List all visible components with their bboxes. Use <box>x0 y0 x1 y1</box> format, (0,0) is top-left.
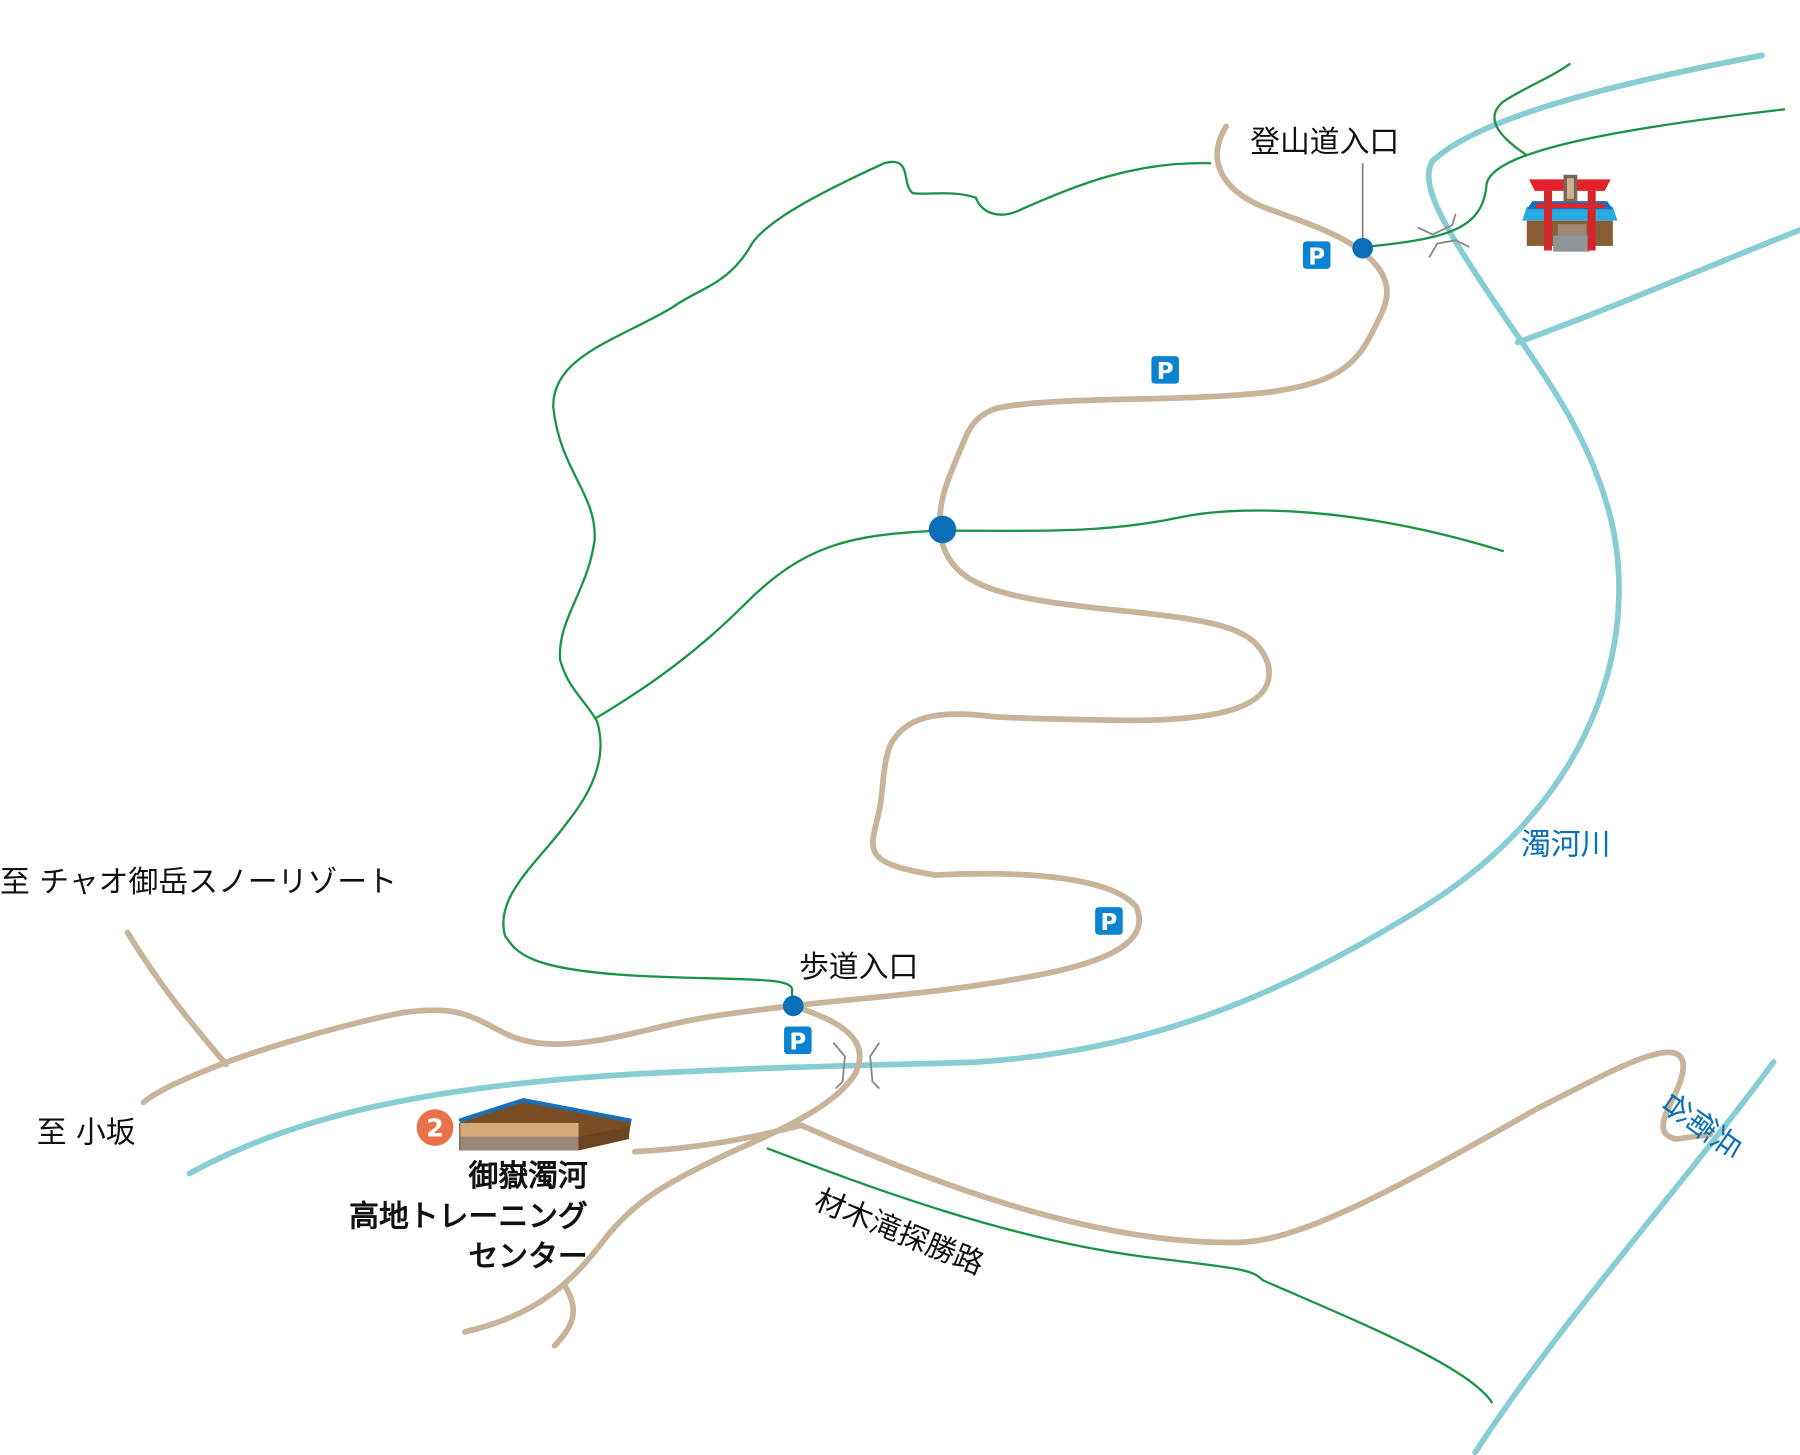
road-south <box>462 1003 863 1335</box>
facility-name-line2: 高地トレーニング <box>349 1199 588 1234</box>
walkway-entrance-marker[interactable] <box>782 995 804 1017</box>
svg-text:P: P <box>1101 910 1118 936</box>
svg-text:P: P <box>1308 244 1325 270</box>
river-branch <box>1514 226 1800 346</box>
bridge-icon <box>1417 213 1470 258</box>
trail-zaimokudaki <box>766 1147 1494 1404</box>
road-east <box>631 1049 1714 1246</box>
training-center-building-icon[interactable] <box>458 1097 632 1151</box>
svg-text:P: P <box>789 1030 806 1056</box>
river-hyoe <box>1472 1059 1777 1455</box>
walkway-entrance-label: 歩道入口 <box>799 950 918 985</box>
facility-name-line1: 御嶽濁河 <box>467 1159 587 1194</box>
junction-marker[interactable] <box>928 515 957 544</box>
road-switchback <box>140 123 1390 1106</box>
trail-north <box>1493 62 1572 157</box>
trail-shrine <box>1362 108 1786 249</box>
to-resort-label: 至 チャオ御岳スノーリゾート <box>0 865 397 900</box>
trail-name-label: 材木滝探勝路 <box>810 1183 989 1283</box>
to-osaka-label: 至 小坂 <box>37 1115 136 1150</box>
road-spur <box>551 1283 576 1349</box>
river-nigorigo <box>186 52 1765 1177</box>
trailhead-label: 登山道入口 <box>1250 125 1399 160</box>
trailhead-marker[interactable] <box>1352 237 1373 259</box>
parking-icon[interactable]: P <box>1095 907 1123 936</box>
facility-name-line3: センター <box>468 1239 587 1274</box>
road-resort <box>124 929 230 1068</box>
shrine-icon[interactable] <box>1522 174 1618 252</box>
bridge-icon <box>832 1042 881 1090</box>
parking-icon[interactable]: P <box>784 1026 812 1056</box>
parking-icon[interactable]: P <box>1302 241 1331 270</box>
svg-text:P: P <box>1157 359 1174 385</box>
river-nigorigo-label: 濁河川 <box>1521 827 1610 862</box>
trail-cross <box>594 509 1505 720</box>
parking-icon[interactable]: P <box>1151 356 1179 385</box>
trail-main <box>502 160 1212 1005</box>
svg-text:2: 2 <box>426 1114 444 1143</box>
facility-badge: 2 <box>416 1109 454 1146</box>
